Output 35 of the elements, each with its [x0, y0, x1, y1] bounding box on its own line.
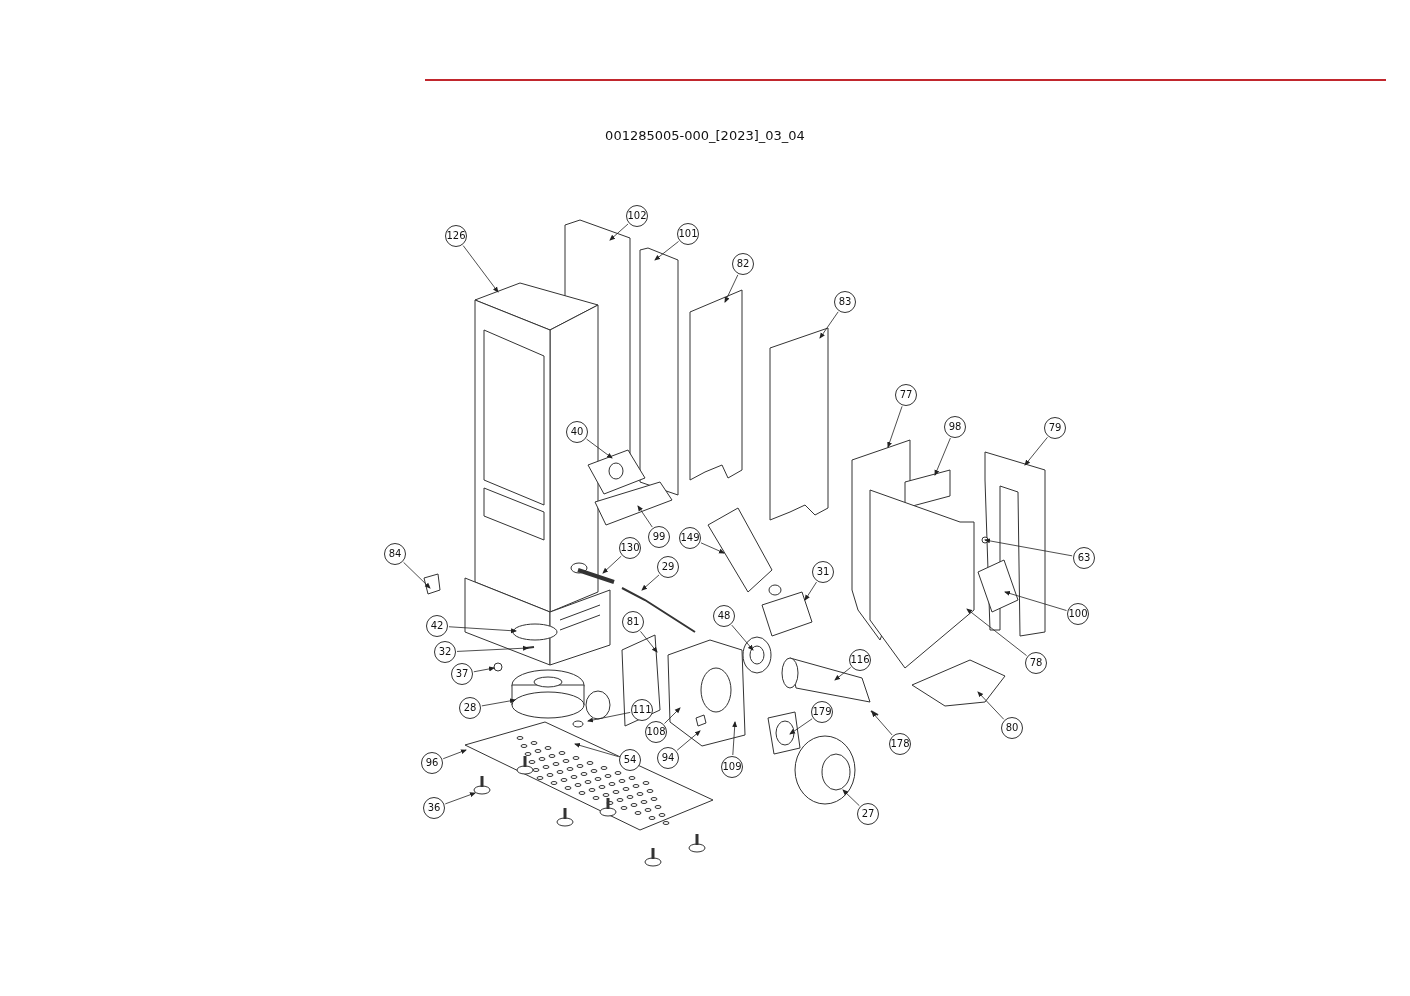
- callout-number: 94: [657, 747, 679, 769]
- callout-number: 130: [619, 537, 641, 559]
- callout-number: 84: [384, 543, 406, 565]
- callout-number: 63: [1073, 547, 1095, 569]
- callout-number: 31: [812, 561, 834, 583]
- callout-number: 27: [857, 803, 879, 825]
- callout-number: 48: [713, 605, 735, 627]
- callout-number: 96: [421, 752, 443, 774]
- callout-number: 83: [834, 291, 856, 313]
- callout-number: 178: [889, 733, 911, 755]
- callout-number: 101: [677, 223, 699, 245]
- callout-number: 36: [423, 797, 445, 819]
- callout-number: 99: [648, 526, 670, 548]
- callout-number: 54: [619, 749, 641, 771]
- callout-number: 100: [1067, 603, 1089, 625]
- callout-number: 108: [645, 721, 667, 743]
- callout-number: 37: [451, 663, 473, 685]
- callout-number: 149: [679, 527, 701, 549]
- callout-number: 81: [622, 611, 644, 633]
- callout-number: 109: [721, 756, 743, 778]
- callout-number: 77: [895, 384, 917, 406]
- callout-number: 126: [445, 225, 467, 247]
- callout-number: 179: [811, 701, 833, 723]
- callout-number: 78: [1025, 652, 1047, 674]
- callout-number: 116: [849, 649, 871, 671]
- document-code: 001285005-000_[2023]_03_04: [605, 128, 805, 143]
- callout-number: 29: [657, 556, 679, 578]
- callout-number: 79: [1044, 417, 1066, 439]
- callout-number: 28: [459, 697, 481, 719]
- callout-number: 98: [944, 416, 966, 438]
- callout-number: 80: [1001, 717, 1023, 739]
- callout-number: 42: [426, 615, 448, 637]
- callout-number: 82: [732, 253, 754, 275]
- callout-number: 32: [434, 641, 456, 663]
- callout-number: 102: [626, 205, 648, 227]
